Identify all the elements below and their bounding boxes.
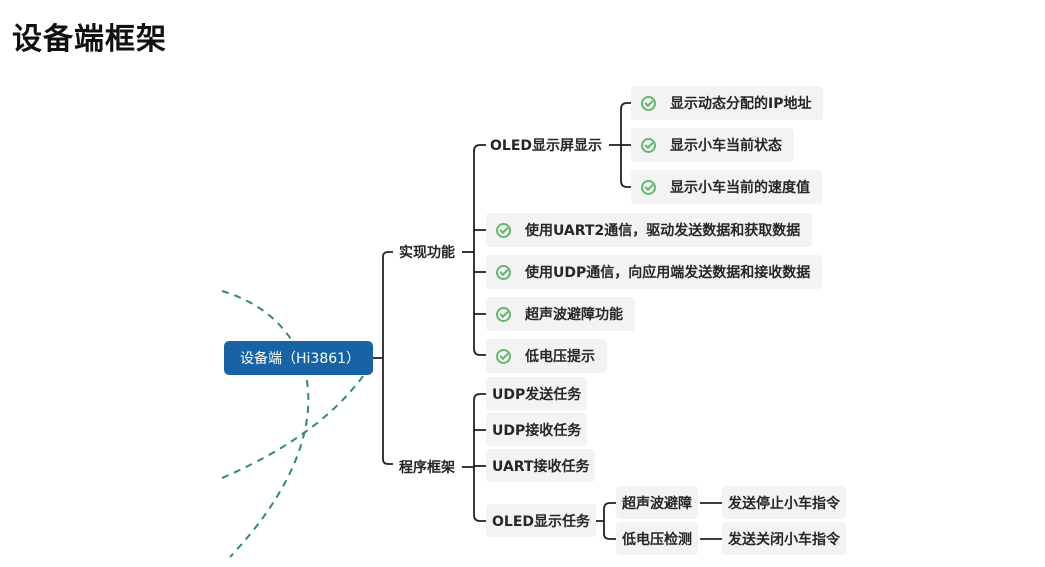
leaf-show-speed[interactable]: 显示小车当前的速度值 [631,170,822,204]
branch-framework[interactable]: 程序框架 [399,460,455,476]
branch-features[interactable]: 实现功能 [399,245,455,261]
leaf-label: 显示小车当前状态 [670,138,782,154]
check-circle-icon [496,348,511,364]
dashed-arc-inner [221,374,365,479]
page-title: 设备端框架 [12,22,167,57]
leaf-label: 显示动态分配的IP地址 [670,96,812,112]
branch-oled-display[interactable]: OLED显示屏显示 [490,138,603,154]
leaf-show-state[interactable]: 显示小车当前状态 [631,128,794,162]
subtask-ultrasonic[interactable]: 超声波避障 [616,486,698,519]
leaf-label: 使用UDP通信，向应用端发送数据和接收数据 [525,265,811,281]
framework-bracket [473,393,486,522]
task-udp-send[interactable]: UDP发送任务 [486,377,588,410]
leaf-label: 显示小车当前的速度值 [670,180,810,196]
check-circle-icon [496,306,511,322]
task-uart-receive[interactable]: UART接收任务 [486,449,596,482]
task-udp-receive[interactable]: UDP接收任务 [486,413,588,446]
action-close-car[interactable]: 发送关闭小车指令 [722,522,846,555]
check-circle-icon [641,137,656,153]
features-bracket [473,144,486,356]
root-node[interactable]: 设备端（Hi3861） [224,341,373,375]
check-circle-icon [496,264,511,280]
leaf-udp[interactable]: 使用UDP通信，向应用端发送数据和接收数据 [486,255,823,289]
leaf-show-ip[interactable]: 显示动态分配的IP地址 [631,86,824,120]
action-stop-car[interactable]: 发送停止小车指令 [722,486,846,519]
subtask-low-voltage[interactable]: 低电压检测 [616,522,698,555]
leaf-uart2[interactable]: 使用UART2通信，驱动发送数据和获取数据 [486,213,813,247]
leaf-label: 超声波避障功能 [525,307,623,323]
dashed-arc-outer [221,290,310,558]
leaf-label: 使用UART2通信，驱动发送数据和获取数据 [525,223,801,239]
check-circle-icon [641,179,656,195]
leaf-low-voltage[interactable]: 低电压提示 [486,339,607,373]
oled-task-bracket [603,502,616,540]
task-oled-display[interactable]: OLED显示任务 [486,504,597,537]
root-bracket [382,251,393,465]
leaf-label: 低电压提示 [525,349,595,365]
check-circle-icon [496,222,511,238]
leaf-ultrasonic[interactable]: 超声波避障功能 [486,297,635,331]
check-circle-icon [641,95,656,111]
